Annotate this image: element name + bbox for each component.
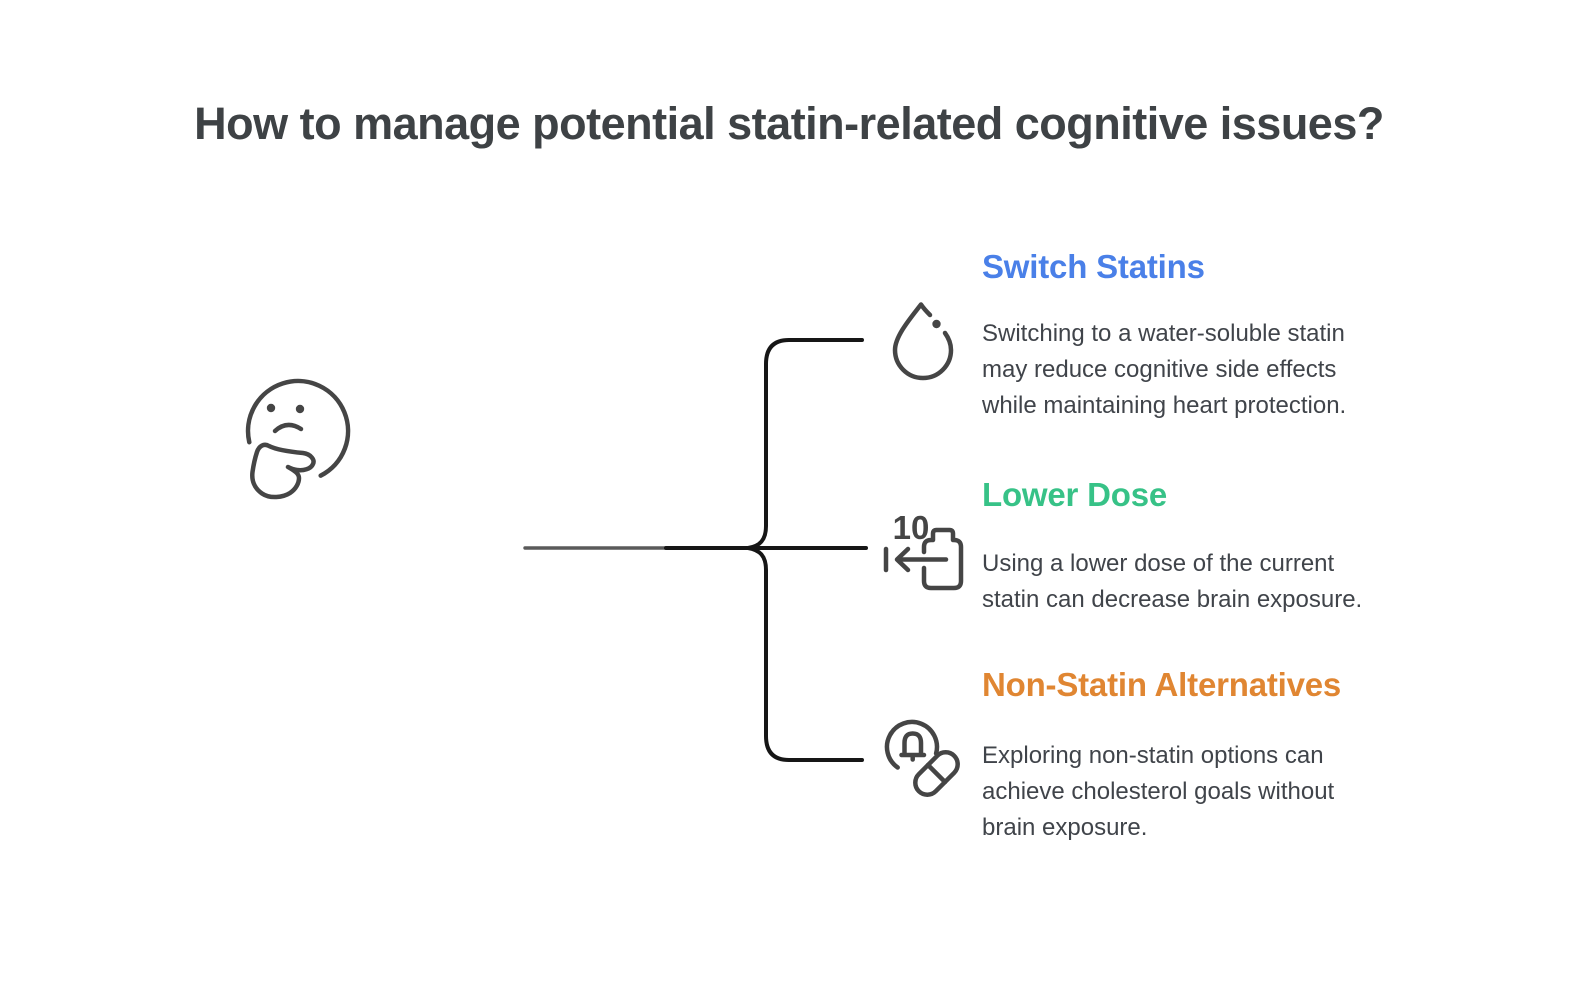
capsule-divider [925, 762, 948, 785]
face-right-eye [295, 404, 305, 414]
dose-amount-label: 10 [893, 509, 930, 546]
page-title: How to manage potential statin-related c… [194, 98, 1384, 149]
dose-reduction-icon: 10 [883, 509, 964, 591]
branch-line-bottom [746, 546, 864, 762]
branch-heading-non-statin: Non-Statin Alternatives [982, 666, 1342, 703]
branch-body-lower-dose: Using a lower dose of the current statin… [982, 550, 1363, 613]
face-left-eye [266, 403, 276, 413]
branch-heading-lower-dose: Lower Dose [982, 476, 1168, 513]
branch-heading-switch-statins: Switch Statins [982, 248, 1205, 285]
droplet-dot [932, 319, 941, 329]
thinking-face-icon [245, 378, 351, 500]
dose-arrow-head [894, 546, 911, 573]
reminder-circle [884, 719, 940, 770]
branch-line-top [746, 338, 864, 550]
branch-body-switch-statins: Switching to a water-soluble statin may … [982, 320, 1347, 419]
face-frown-mouth [272, 422, 304, 434]
water-droplet-icon [892, 302, 954, 381]
bell-pill-icon [884, 719, 960, 797]
branch-body-non-statin: Exploring non-statin options can achieve… [982, 742, 1335, 841]
bell-glyph [899, 731, 927, 762]
pill-bottle [921, 527, 964, 591]
face-hand [250, 442, 316, 500]
branch-connector-lines [523, 338, 868, 762]
